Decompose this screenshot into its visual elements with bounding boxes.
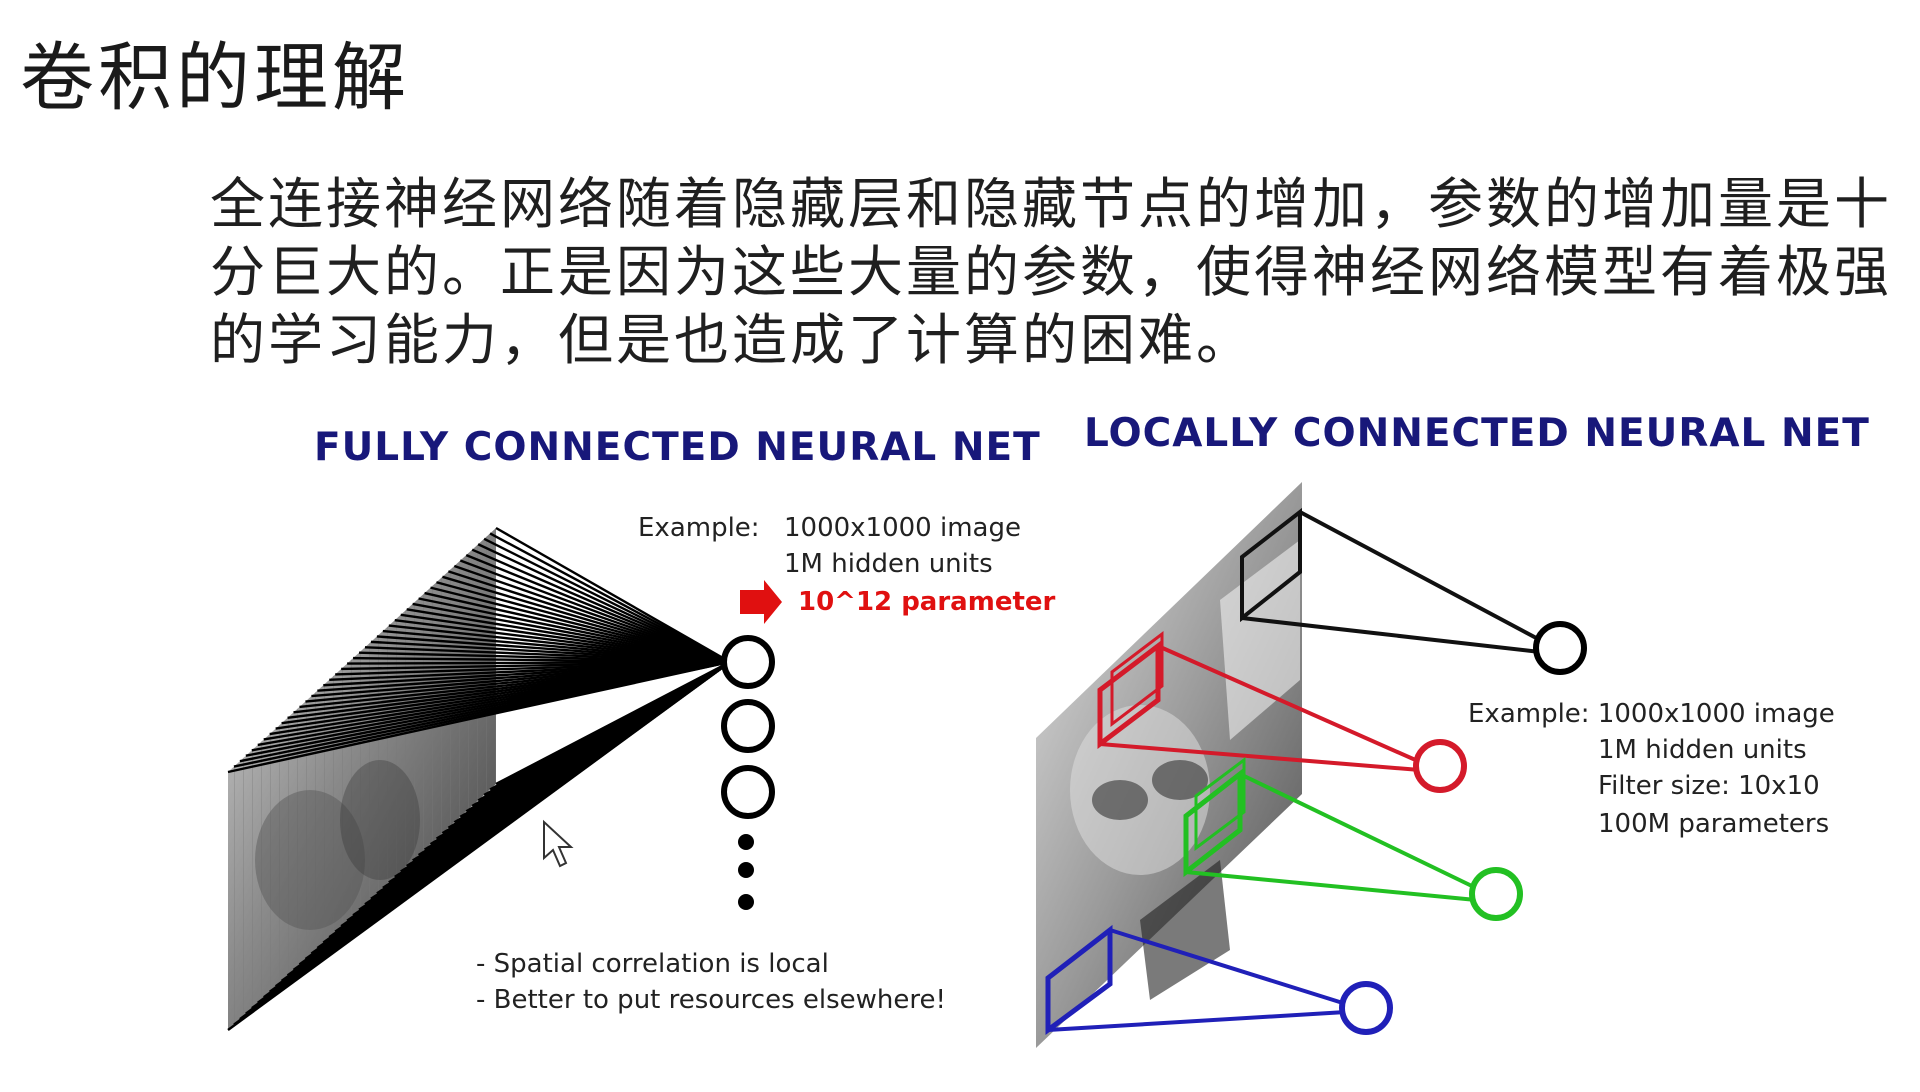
filter-black bbox=[1240, 507, 1587, 675]
hidden-unit-node bbox=[1339, 981, 1393, 1035]
lc-example-units: 1M hidden units bbox=[1598, 735, 1807, 765]
fully-connected-hidden-units bbox=[721, 635, 775, 910]
ellipsis-dot bbox=[738, 894, 754, 910]
fc-example-params: 10^12 parameter bbox=[798, 587, 1056, 617]
red-arrow-icon bbox=[740, 580, 782, 624]
ellipsis-dot bbox=[738, 834, 754, 850]
hidden-unit-node bbox=[1533, 621, 1587, 675]
fully-connected-image bbox=[228, 528, 496, 1030]
hidden-unit-node bbox=[721, 699, 775, 753]
fully-connected-heading: FULLY CONNECTED NEURAL NET bbox=[314, 425, 1041, 470]
locally-connected-image bbox=[1036, 482, 1302, 1048]
lc-filter-size: Filter size: 10x10 bbox=[1598, 771, 1820, 801]
intro-paragraph: 全连接神经网络随着隐藏层和隐藏节点的增加，参数的增加量是十分巨大的。正是因为这些… bbox=[210, 172, 1893, 372]
slide-title: 卷积的理解 bbox=[20, 35, 410, 121]
lc-params: 100M parameters bbox=[1598, 809, 1829, 839]
fc-note-resources: - Better to put resources elsewhere! bbox=[476, 985, 946, 1015]
fc-example-label: Example: bbox=[638, 513, 760, 543]
connection-line bbox=[465, 553, 731, 664]
connection-line bbox=[489, 532, 731, 664]
connection-line bbox=[459, 559, 731, 664]
hidden-unit-node bbox=[1469, 867, 1523, 921]
fc-example-image: 1000x1000 image bbox=[784, 513, 1021, 543]
connection-line bbox=[477, 543, 731, 664]
connection-line bbox=[495, 660, 731, 786]
filter-red bbox=[1097, 630, 1467, 793]
fc-note-spatial: - Spatial correlation is local bbox=[476, 949, 829, 979]
filter-blue bbox=[1045, 924, 1393, 1035]
fully-connected-lines bbox=[227, 526, 731, 1031]
filter-green bbox=[1183, 757, 1523, 921]
mouse-cursor-icon bbox=[543, 819, 574, 868]
connection-line bbox=[483, 537, 731, 664]
connection-line bbox=[471, 548, 731, 664]
locally-connected-heading: LOCALLY CONNECTED NEURAL NET bbox=[1084, 411, 1870, 456]
ellipsis-dot bbox=[738, 862, 754, 878]
fc-example-units: 1M hidden units bbox=[784, 549, 993, 579]
connection-line bbox=[495, 526, 731, 664]
hidden-unit-node bbox=[721, 765, 775, 819]
lc-example-image: Example: 1000x1000 image bbox=[1468, 699, 1835, 729]
hidden-unit-node bbox=[1413, 739, 1467, 793]
hidden-unit-node bbox=[721, 635, 775, 689]
